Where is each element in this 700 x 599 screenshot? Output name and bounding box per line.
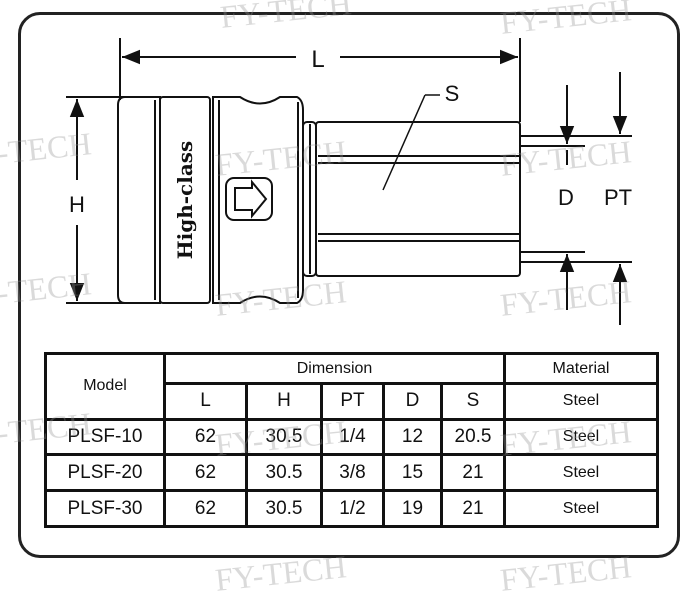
cell-d: 12 (382, 417, 443, 457)
table-row: PLSF-30 62 30.5 1/2 19 21 Steel (44, 489, 659, 528)
subheader-l: L (163, 382, 248, 421)
header-model: Model (44, 352, 166, 421)
cell-d: 19 (382, 489, 443, 528)
cell-s: 21 (440, 453, 506, 493)
cell-material: Steel (503, 417, 659, 457)
label-l: L (311, 46, 324, 73)
dimension-l: L (119, 38, 521, 122)
table-row: PLSF-20 62 30.5 3/8 15 21 Steel (44, 453, 659, 493)
subheader-pt: PT (320, 382, 385, 421)
cell-model: PLSF-20 (44, 453, 166, 493)
cell-l: 62 (163, 453, 248, 493)
label-pt: PT (604, 185, 632, 210)
dimension-table: Model Dimension Material L H PT D S Stee… (44, 351, 659, 528)
dimension-d-pt: D PT (520, 72, 632, 325)
dimension-h: H (66, 96, 125, 304)
cell-l: 62 (163, 489, 248, 528)
cell-h: 30.5 (245, 453, 323, 493)
cell-h: 30.5 (245, 417, 323, 457)
coupler-body: High-class (117, 96, 521, 304)
cell-s: 20.5 (440, 417, 506, 457)
label-s: S (445, 81, 460, 106)
cell-pt: 3/8 (320, 453, 385, 493)
outer-frame (18, 12, 680, 558)
coupler-drawing: L H High-class S (66, 38, 632, 325)
table-subheader-row: L H PT D S Steel (46, 382, 659, 421)
label-h: H (69, 192, 85, 217)
cell-s: 21 (440, 489, 506, 528)
cell-model: PLSF-30 (44, 489, 166, 528)
header-dimension: Dimension (163, 351, 506, 386)
cell-model: PLSF-10 (44, 417, 166, 457)
cell-material: Steel (503, 453, 659, 493)
label-d: D (558, 185, 574, 210)
brand-text: High-class (173, 141, 197, 260)
cell-h: 30.5 (245, 489, 323, 528)
subheader-material: Steel (503, 382, 659, 421)
subheader-d: D (382, 382, 443, 421)
cell-d: 15 (382, 453, 443, 493)
cell-l: 62 (163, 417, 248, 457)
table-header-row: Model Dimension Material (44, 351, 659, 421)
cell-material: Steel (503, 489, 659, 528)
table-row: PLSF-10 62 30.5 1/4 12 20.5 Steel (44, 417, 659, 457)
header-material: Material (503, 351, 659, 386)
cell-pt: 1/4 (320, 417, 385, 457)
dimension-s: S (382, 81, 460, 191)
subheader-s: S (440, 382, 506, 421)
cell-pt: 1/2 (320, 489, 385, 528)
subheader-h: H (245, 382, 323, 421)
